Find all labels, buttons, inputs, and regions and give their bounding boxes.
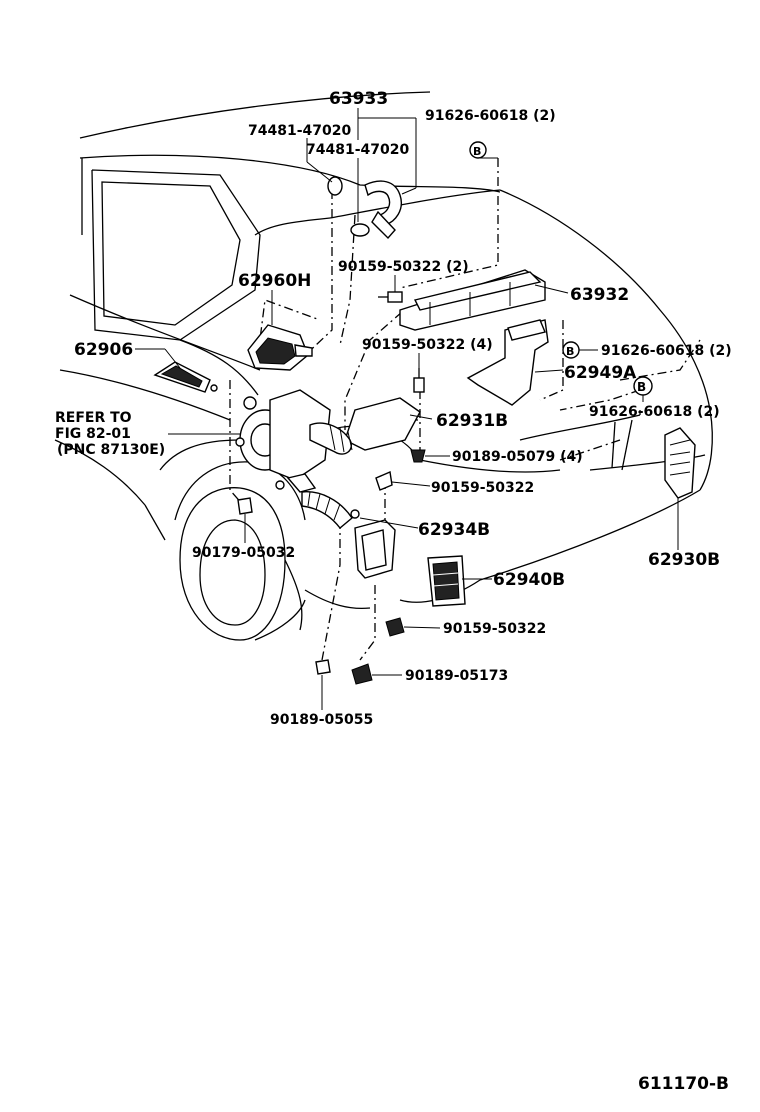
clamp-part-b xyxy=(350,223,370,237)
label-90159-a: 90159-50322 (2) xyxy=(338,259,469,275)
label-62906: 62906 xyxy=(74,340,133,360)
duct-part-63932 xyxy=(399,269,546,331)
clip-part-90189-a xyxy=(410,449,426,463)
label-91626-b: 91626-60618 (2) xyxy=(601,343,732,359)
label-90189-c: 90189-05055 xyxy=(270,712,373,728)
label-74481-b: 74481-47020 xyxy=(306,142,409,158)
label-90159-b: 90159-50322 (4) xyxy=(362,337,493,353)
label-90159-c: 90159-50322 xyxy=(431,480,534,496)
screw-part-90159-b xyxy=(413,368,425,393)
hose-part-63933 xyxy=(364,180,402,240)
duct-part-62949A xyxy=(466,319,549,406)
label-74481-a: 74481-47020 xyxy=(248,123,351,139)
svg-text:B: B xyxy=(637,380,646,394)
svg-text:B: B xyxy=(473,145,481,158)
label-62940B: 62940B xyxy=(493,570,565,590)
marker-b-1: B xyxy=(469,141,487,159)
label-refer-2: FIG 82-01 xyxy=(55,426,131,442)
label-62960H: 62960H xyxy=(238,271,311,291)
clamp-part-a xyxy=(327,176,343,196)
vent-part-62930B xyxy=(664,427,696,499)
screw-part-90159-c xyxy=(375,471,393,491)
label-91626-c: 91626-60618 (2) xyxy=(589,404,720,420)
label-91626-a: 91626-60618 (2) xyxy=(425,108,556,124)
vent-part-62940B xyxy=(427,555,466,607)
dashed-leaders xyxy=(229,158,701,661)
marker-b-3: B xyxy=(633,376,653,396)
duct-part-62934B xyxy=(301,491,360,530)
clip-part-90179 xyxy=(237,497,253,515)
figure-id: 611170-B xyxy=(638,1074,729,1094)
clip-part-90189-b xyxy=(351,663,373,685)
label-90189-a: 90189-05079 (4) xyxy=(452,449,583,465)
label-90189-b: 90189-05173 xyxy=(405,668,508,684)
label-refer-1: REFER TO xyxy=(55,410,132,426)
label-62930B: 62930B xyxy=(648,550,720,570)
label-90179: 90179-05032 xyxy=(192,545,295,561)
part-labels: 63933 74481-47020 74481-47020 91626-6061… xyxy=(55,89,732,1094)
duct-part-62960H xyxy=(247,324,313,371)
parts: B B B xyxy=(153,141,696,685)
label-90159-d: 90159-50322 xyxy=(443,621,546,637)
marker-b-2: B xyxy=(562,341,580,359)
clip-part-90189-c xyxy=(315,659,331,675)
label-62949A: 62949A xyxy=(564,363,637,383)
label-62934B: 62934B xyxy=(418,520,490,540)
bolt-part-90159-a xyxy=(378,291,403,303)
label-62931B: 62931B xyxy=(436,411,508,431)
duct-part-62931B xyxy=(309,397,421,455)
duct-outlet xyxy=(354,519,396,579)
svg-text:B: B xyxy=(566,345,574,358)
vent-part-62906 xyxy=(153,361,218,393)
blower-assembly xyxy=(235,389,331,493)
label-63933: 63933 xyxy=(329,89,388,109)
screw-part-90159-d xyxy=(385,617,405,637)
leader-lines xyxy=(135,108,679,710)
label-63932: 63932 xyxy=(570,285,629,305)
label-refer-3: (PNC 87130E) xyxy=(57,442,165,458)
